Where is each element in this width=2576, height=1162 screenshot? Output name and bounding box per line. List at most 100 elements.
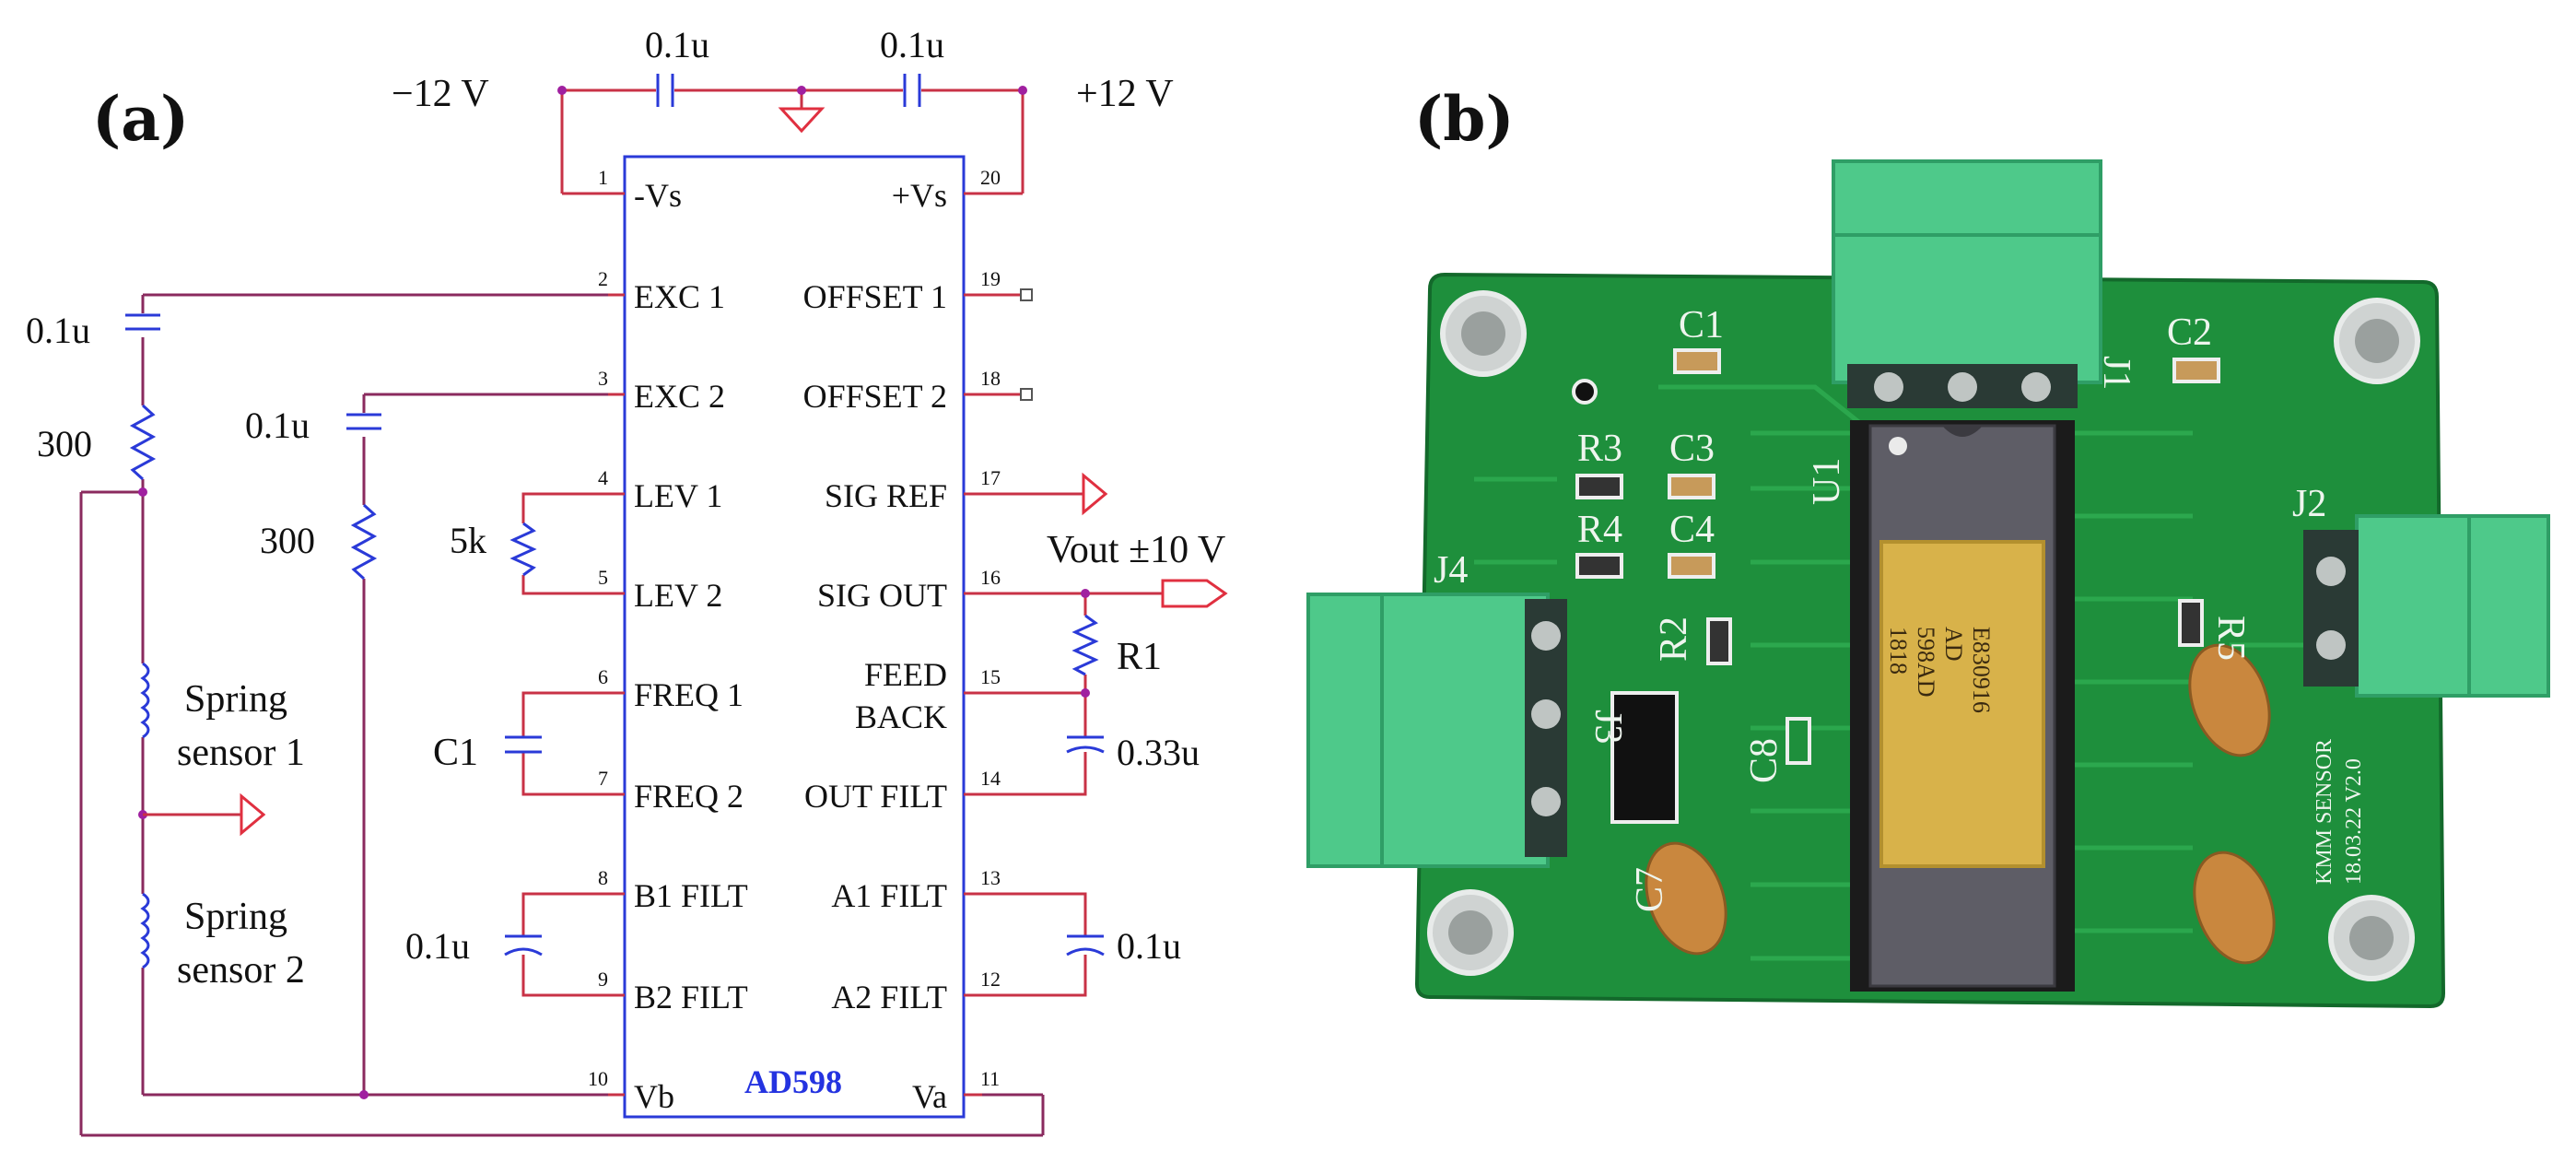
pin-number: 7 xyxy=(598,767,608,790)
chip-name: AD598 xyxy=(744,1063,842,1100)
silk-j4: J4 xyxy=(1434,549,1468,592)
out-filt-cap-label: 0.33u xyxy=(1117,732,1200,773)
smd-parts xyxy=(1572,348,2220,824)
connector-j1 xyxy=(1832,159,2102,408)
pin-number: 9 xyxy=(598,968,608,991)
connector-j4 xyxy=(1306,593,1567,868)
lev-res-label: 5k xyxy=(450,520,486,561)
pin-number: 19 xyxy=(980,267,1001,290)
left-pin-1: 1 -Vs xyxy=(562,166,682,214)
sig-ref-ground xyxy=(982,472,1108,516)
exc-caps xyxy=(125,313,381,430)
pin-name: Va xyxy=(912,1078,947,1115)
pin-number: 11 xyxy=(980,1067,1000,1090)
right-pin-14: 14 OUT FILT xyxy=(804,767,1023,815)
silk-c2: C2 xyxy=(2167,311,2212,354)
exc2-cap-label: 0.1u xyxy=(245,405,310,446)
chip-marking-line-3: 1818 xyxy=(1885,627,1912,675)
mounting-holes xyxy=(1427,290,2420,981)
right-pin-20: 20 +Vs xyxy=(892,166,1023,214)
pin-number: 20 xyxy=(980,166,1001,189)
pin-name: +Vs xyxy=(892,177,947,214)
pin-number: 5 xyxy=(598,566,608,589)
right-pin-18: 18 OFFSET 2 xyxy=(803,367,1033,415)
b-filt-cap-label: 0.1u xyxy=(405,925,470,967)
panel-b-label: (b) xyxy=(1414,83,1515,155)
silk-u1: U1 xyxy=(1806,458,1848,505)
silk-c8: C8 xyxy=(1743,738,1786,783)
left-pin-10: 10 Vb xyxy=(562,1067,674,1115)
pin-name: B2 FILT xyxy=(634,979,748,1015)
pin-number: 13 xyxy=(980,866,1001,889)
silk-j3: J3 xyxy=(1587,710,1629,744)
sensor2-label-2: sensor 2 xyxy=(177,949,305,992)
sensor1-label-2: sensor 1 xyxy=(177,732,305,774)
pin-name: SIG OUT xyxy=(817,577,947,614)
spring-sensors xyxy=(140,662,150,969)
sensor2-label-1: Spring xyxy=(184,896,287,938)
vout-label: Vout ±10 V xyxy=(1047,529,1225,571)
right-pin-13: 13 A1 FILT xyxy=(831,866,1023,914)
silk-brand-2: 18.03.22 V2.0 xyxy=(2342,758,2366,885)
pos-supply-label: +12 V xyxy=(1076,73,1174,115)
freq-cap xyxy=(505,691,608,796)
silk-j2: J2 xyxy=(2292,483,2326,525)
pin-name: -Vs xyxy=(634,177,682,214)
exc1-cap-label: 0.1u xyxy=(26,310,90,351)
pin-number: 17 xyxy=(980,466,1001,489)
pin-name: Vb xyxy=(634,1078,674,1115)
pin-number: 14 xyxy=(980,767,1001,790)
pin-name: OFFSET 1 xyxy=(803,278,947,315)
pin-number: 10 xyxy=(588,1067,608,1090)
silk-r5: R5 xyxy=(2209,616,2252,661)
pin-name: A1 FILT xyxy=(831,877,947,914)
supply-junctions xyxy=(557,86,1027,95)
exc-resistors xyxy=(129,404,378,581)
right-pin-19: 19 OFFSET 1 xyxy=(803,267,1033,315)
left-pin-7: 7 FREQ 2 xyxy=(562,767,744,815)
panel-a-label: (a) xyxy=(92,83,189,155)
supply-cap-left-label: 0.1u xyxy=(645,24,709,65)
connector-j2 xyxy=(2303,514,2550,698)
a-filt-cap xyxy=(982,892,1105,997)
pin-name: EXC 1 xyxy=(634,278,725,315)
silk-c3: C3 xyxy=(1669,428,1715,470)
pin-number: 1 xyxy=(598,166,608,189)
silk-r2: R2 xyxy=(1653,616,1695,662)
pin-name-line-2: BACK xyxy=(855,698,947,735)
pin-name: FREQ 2 xyxy=(634,778,744,815)
pin-number: 8 xyxy=(598,866,608,889)
silk-c7: C7 xyxy=(1629,867,1671,912)
chip-marking-line-2: 598AD xyxy=(1913,627,1939,698)
pin-name: SIG REF xyxy=(825,477,947,514)
supply-caps xyxy=(656,74,921,107)
freq-cap-label: C1 xyxy=(433,732,478,774)
chip-marking-line-4: E830916 xyxy=(1968,627,1995,713)
silk-brand-1: KMM SENSOR xyxy=(2313,739,2336,885)
output-junctions xyxy=(1081,589,1090,698)
silk-r4: R4 xyxy=(1577,509,1622,551)
pin-name: LEV 2 xyxy=(634,577,722,614)
ground-symbol-top xyxy=(778,107,825,134)
pin-name: A2 FILT xyxy=(831,979,947,1015)
schematic-diagram: (a) −12 V +12 V 0.1u 0.1u AD598 1 xyxy=(26,24,1228,1137)
excitation-wiring xyxy=(79,293,1045,1137)
left-pin-9: 9 B2 FILT xyxy=(562,968,748,1015)
pin-number: 18 xyxy=(980,367,1001,390)
pin-number: 15 xyxy=(980,665,1001,688)
pin-number: 6 xyxy=(598,665,608,688)
silk-j1: J1 xyxy=(2095,356,2137,390)
no-connect-marker xyxy=(1020,388,1033,401)
excitation-junctions xyxy=(138,487,369,1099)
output-network xyxy=(982,579,1228,796)
neg-supply-label: −12 V xyxy=(392,73,489,115)
ceramic-caps xyxy=(1645,643,2276,965)
pin-name: OUT FILT xyxy=(804,778,947,815)
right-pin-17: 17 SIG REF xyxy=(825,466,1023,514)
ad598-chip-body xyxy=(623,155,966,1119)
pin-name: OFFSET 2 xyxy=(803,378,947,415)
